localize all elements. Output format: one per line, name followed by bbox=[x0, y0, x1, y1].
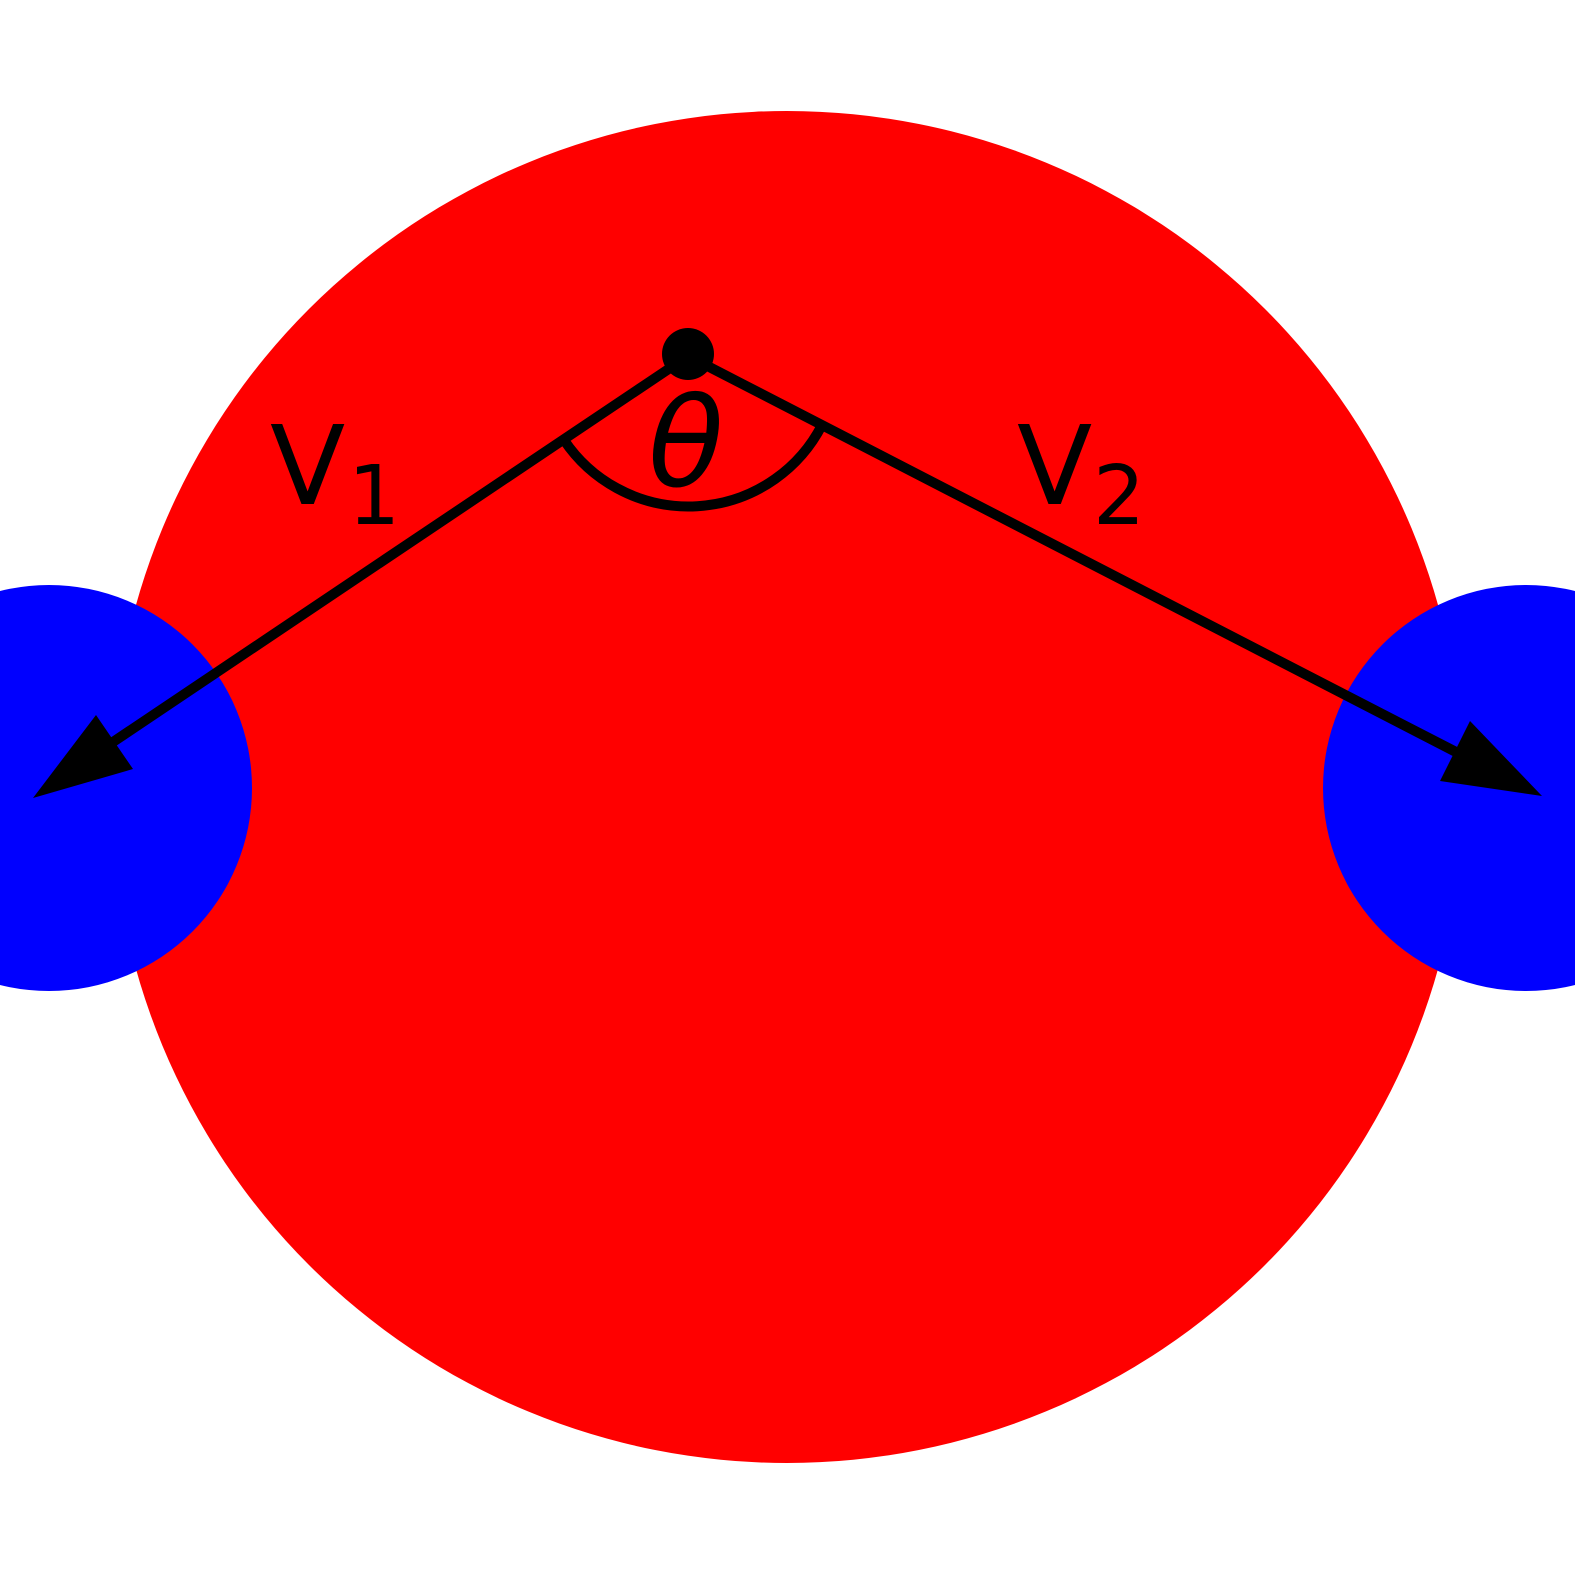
vector-v2-arrowhead bbox=[1440, 721, 1542, 796]
right-blue-circle bbox=[1323, 585, 1575, 991]
large-red-circle bbox=[111, 111, 1463, 1463]
origin-dot bbox=[662, 328, 714, 380]
theta-label: θ bbox=[648, 372, 724, 516]
vector-v1-shaft bbox=[105, 351, 693, 749]
v2-label: V bbox=[1017, 402, 1092, 530]
v1-label: V bbox=[270, 402, 345, 530]
vector-v2-shaft bbox=[683, 351, 1461, 757]
angle-arc bbox=[559, 422, 827, 512]
vector-v1-arrowhead bbox=[33, 715, 133, 798]
v1-subscript: 1 bbox=[348, 449, 400, 544]
v2-subscript: 2 bbox=[1093, 449, 1145, 544]
